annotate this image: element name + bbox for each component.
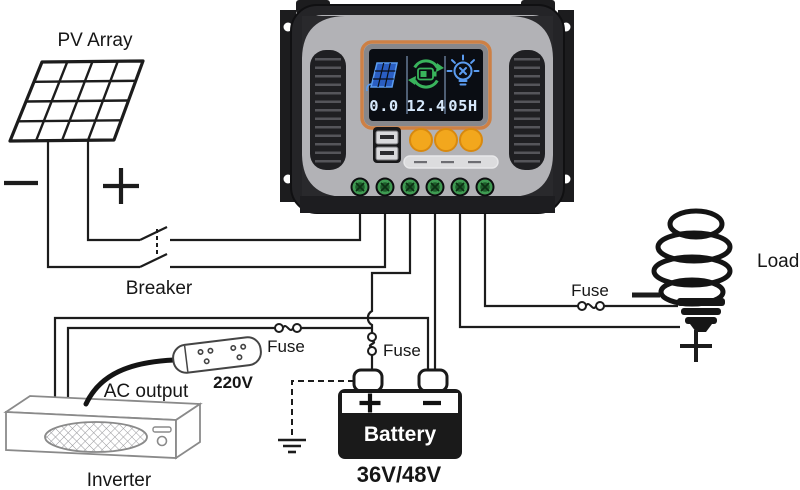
button-2 <box>434 128 458 152</box>
fuse-load-cap-left <box>577 301 587 311</box>
fuse-inverter-label: Fuse <box>267 337 305 356</box>
ground-icon <box>278 438 306 454</box>
inverter-label: Inverter <box>87 470 152 490</box>
breaker-blade-bottom <box>139 253 168 268</box>
button-micro-labels <box>414 161 481 164</box>
wire-load-positive <box>458 213 680 329</box>
lightbulb-icon <box>446 54 480 86</box>
terminal-screw <box>375 177 395 197</box>
pv-array-label: PV Array <box>58 30 133 51</box>
inverter-knob <box>156 435 168 447</box>
wire-inverter-b <box>66 326 372 404</box>
wire-pv-negative <box>46 141 140 269</box>
fuse-load-label: Fuse <box>571 281 609 300</box>
controller-bottom-band <box>300 196 555 213</box>
breaker-label: Breaker <box>126 278 193 299</box>
pv-array: PV Array <box>4 30 145 204</box>
inverter: Inverter <box>3 395 203 490</box>
plus-icon <box>680 330 712 362</box>
inverter-slot <box>152 426 172 433</box>
load-bulb: Load <box>632 208 799 362</box>
face-corner-accents <box>302 16 553 197</box>
wire-ground-dashed <box>291 380 354 437</box>
fuse-inverter-cap-right <box>292 323 302 333</box>
ac-cable <box>83 357 177 407</box>
controller-buttons <box>403 128 499 169</box>
wire-breaker-to-terminal2 <box>170 213 387 269</box>
terminal-screw <box>425 177 445 197</box>
socket-holes <box>197 343 247 365</box>
terminal-screws <box>350 177 495 197</box>
fuse-inverter-cap-left <box>274 323 284 333</box>
solar-panel-icon <box>366 62 398 92</box>
battery-voltage: 36V/48V <box>357 462 442 487</box>
terminal-screw <box>475 177 495 197</box>
fuse-inverter-element <box>282 325 294 331</box>
power-strip-outlet <box>172 336 262 374</box>
plus-icon <box>359 393 381 413</box>
lcd-battery-value: 12.4 <box>406 97 445 115</box>
fuse-load-element <box>585 303 597 309</box>
battery-terminal-negative <box>417 368 449 393</box>
wire-load-negative <box>483 213 678 308</box>
wire-breaker-to-terminal1 <box>170 213 362 242</box>
breaker-blade-top <box>139 226 168 241</box>
power-strip-icon <box>172 336 262 374</box>
outlet-voltage-label: 220V <box>213 373 253 392</box>
battery-charging-icon <box>408 59 444 89</box>
fuse-battery-label: Fuse <box>383 341 421 360</box>
ac-output-label: AC output <box>104 381 189 402</box>
solar-panel-grid-icon <box>8 59 145 143</box>
fuse-load-cap-right <box>595 301 605 311</box>
terminal-screw <box>450 177 470 197</box>
terminal-screw <box>400 177 420 197</box>
lcd-bezel-glow <box>360 40 492 130</box>
button-1 <box>409 128 433 152</box>
battery: Battery 36V/48V <box>338 368 462 487</box>
cfl-bulb-icon <box>651 208 733 307</box>
bulb-base <box>677 298 725 332</box>
heatsink-ribs-left <box>310 50 346 170</box>
button-3 <box>459 128 483 152</box>
wire-pv-positive <box>86 141 140 242</box>
lcd-pv-value: 0.0 <box>369 97 399 115</box>
plus-icon <box>103 168 139 204</box>
wiring <box>46 141 680 454</box>
lcd-load-hours: 05H <box>448 97 478 115</box>
battery-name: Battery <box>364 423 437 446</box>
fuse-battery-cap-top <box>367 332 377 342</box>
lcd-display: 0.0 12.4 05H <box>360 40 492 130</box>
usb-ports <box>373 127 401 163</box>
fuse-battery-cap-bottom <box>367 346 377 356</box>
charge-controller: 0.0 12.4 05H <box>280 0 574 214</box>
load-label: Load <box>757 251 799 272</box>
battery-terminal-positive <box>352 368 384 393</box>
inverter-grille <box>44 421 148 453</box>
wire-inverter-a <box>53 316 430 402</box>
heatsink-ribs-right <box>509 50 545 170</box>
terminal-screw <box>350 177 370 197</box>
